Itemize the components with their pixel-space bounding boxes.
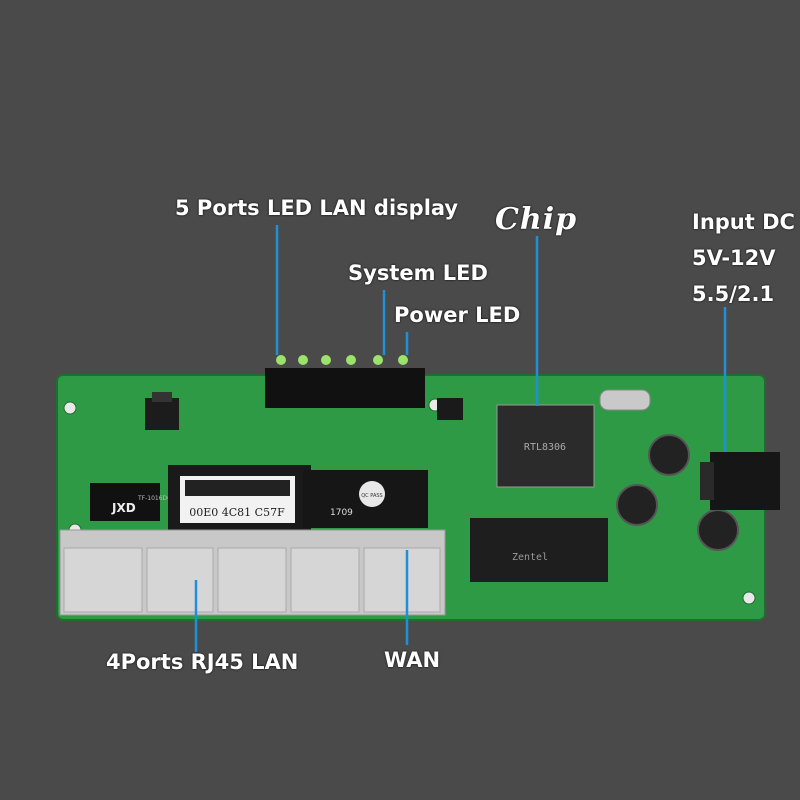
led-power: [398, 355, 408, 365]
rj45-port-1: [63, 547, 143, 613]
ram-marking-text: Zentel: [512, 552, 548, 563]
led-port-2: [298, 355, 308, 365]
led-port-1: [276, 355, 286, 365]
transformer-left-text: JXD: [111, 501, 136, 515]
rj45-port-2: [146, 547, 214, 613]
led-port-3: [321, 355, 331, 365]
power-led-label: Power LED: [394, 303, 521, 327]
capacitors: [616, 434, 739, 551]
pointer-lines: [194, 225, 727, 652]
transformer-left: JXD TF-1016DG: [90, 483, 172, 521]
wan-port-label: WAN: [384, 648, 441, 672]
qc-sticker-text: QC PASS: [361, 493, 382, 499]
reset-button: [145, 392, 179, 430]
input-dc-label: Input DC 5V-12V 5.5/2.1: [692, 204, 795, 312]
rj45-port-wan: [363, 547, 441, 613]
ram-chip: Zentel: [470, 518, 608, 582]
mac-address-text: 00E0 4C81 C57F: [189, 506, 285, 519]
rj45-ports: [59, 529, 446, 616]
ports-led-label: 5 Ports LED LAN display: [175, 196, 459, 220]
rj45-port-4: [290, 547, 360, 613]
led-header: [265, 355, 425, 408]
main-chip: RTL8306: [496, 404, 595, 488]
chip-label: Chip: [495, 202, 578, 237]
led-port-4: [346, 355, 356, 365]
small-ic: [437, 398, 463, 420]
chip-marking-text: RTL8306: [524, 442, 566, 453]
led-system: [373, 355, 383, 365]
input-dc-line-2: 5V-12V: [692, 246, 776, 270]
input-dc-line-1: Input DC: [692, 210, 795, 234]
transformer-right: 1709 QC PASS: [303, 470, 428, 528]
lan-ports-label: 4Ports RJ45 LAN: [106, 650, 299, 674]
transformer-right-text: 1709: [330, 508, 353, 518]
input-dc-line-3: 5.5/2.1: [692, 282, 775, 306]
transformer-left-sub-text: TF-1016DG: [137, 495, 172, 502]
system-led-label: System LED: [348, 261, 488, 285]
mac-sticker: 00E0 4C81 C57F: [168, 465, 311, 530]
crystal-oscillator: [599, 389, 651, 411]
dc-power-jack: [700, 452, 780, 510]
rj45-port-3: [217, 547, 287, 613]
